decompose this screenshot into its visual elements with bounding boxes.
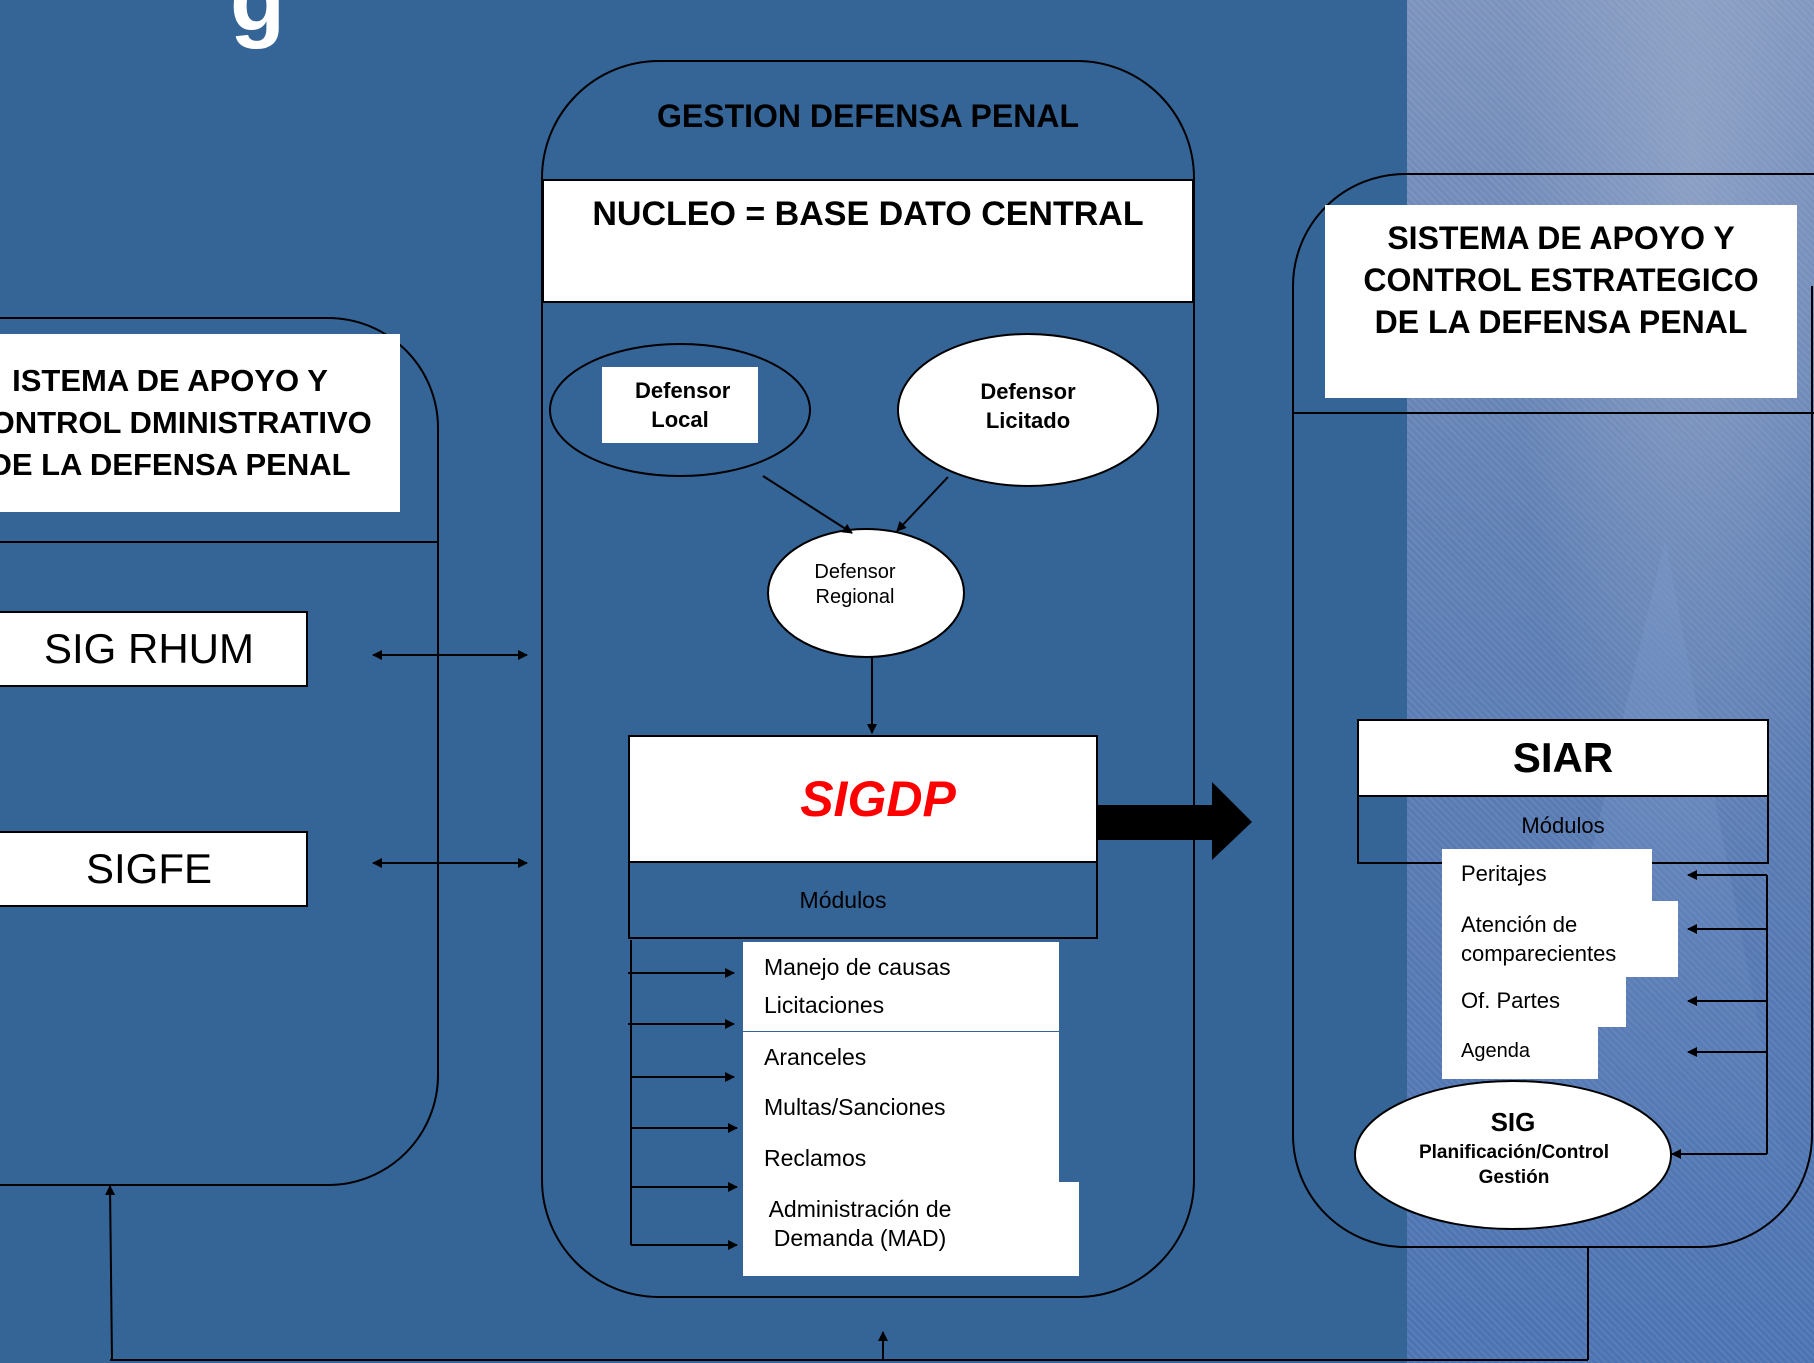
defensor-licitado-label: Defensor Licitado: [980, 379, 1076, 433]
right-panel-border: [1292, 173, 1814, 1248]
right-panel-title: SISTEMA DE APOYO Y CONTROL ESTRATEGICO D…: [1325, 205, 1797, 398]
sig-rhum-box: SIG RHUM: [0, 611, 308, 687]
siar-module-peritajes: Peritajes: [1461, 861, 1547, 886]
left-panel-title: ISTEMA DE APOYO Y CONTROL DMINISTRATIVO …: [0, 334, 400, 512]
modules-separator: [743, 1031, 1059, 1032]
sigdp-label: SIGDP: [800, 771, 956, 827]
sig-title: SIG: [1490, 1107, 1536, 1137]
module-aranceles: Aranceles: [764, 1044, 867, 1070]
defensor-licitado-ellipse: [897, 333, 1159, 487]
sigdp-modules-header: Módulos: [628, 861, 1098, 939]
siar-module-atencion: Atención de comparecientes: [1461, 912, 1617, 966]
siar-module-atencion-box: [1442, 901, 1678, 977]
siar-module-agenda-box: [1442, 1027, 1598, 1079]
defensor-regional-label: Defensor Regional: [814, 561, 896, 608]
sigdp-to-siar-arrow: [1095, 782, 1252, 860]
siar-module-of-partes-box: [1442, 977, 1626, 1027]
defensor-regional-ellipse: [767, 528, 965, 658]
sigdp-modules-list-top: [743, 942, 1059, 1032]
sigdp-box: SIGDP: [628, 735, 1098, 863]
siar-module-agenda: Agenda: [1461, 1040, 1530, 1062]
siar-box: SIAR: [1357, 719, 1769, 797]
sigdp-modules-list-mid: [743, 1032, 1059, 1182]
siar-module-of-partes: Of. Partes: [1461, 988, 1561, 1013]
module-manejo-de-causas: Manejo de causas: [764, 954, 951, 980]
center-panel-title: GESTION DEFENSA PENAL: [657, 98, 1079, 134]
page-title-fragment: g: [230, 0, 285, 50]
siar-module-peritajes-box: [1442, 849, 1652, 901]
center-panel-border: [541, 60, 1195, 1298]
defensor-local-label: Defensor Local: [602, 367, 758, 443]
module-licitaciones: Licitaciones: [764, 992, 885, 1018]
module-administracion-de-demanda: Administración de Demanda (MAD): [768, 1196, 952, 1251]
sig-subtitle: Planificación/Control Gestión: [1418, 1142, 1610, 1188]
left-panel-border: [0, 317, 439, 1186]
module-reclamos: Reclamos: [764, 1145, 867, 1171]
module-multas-sanciones: Multas/Sanciones: [764, 1094, 946, 1120]
core-database-box: NUCLEO = BASE DATO CENTRAL: [542, 179, 1194, 303]
sigfe-box: SIGFE: [0, 831, 308, 907]
sigdp-modules-list-bottom: [743, 1182, 1079, 1276]
